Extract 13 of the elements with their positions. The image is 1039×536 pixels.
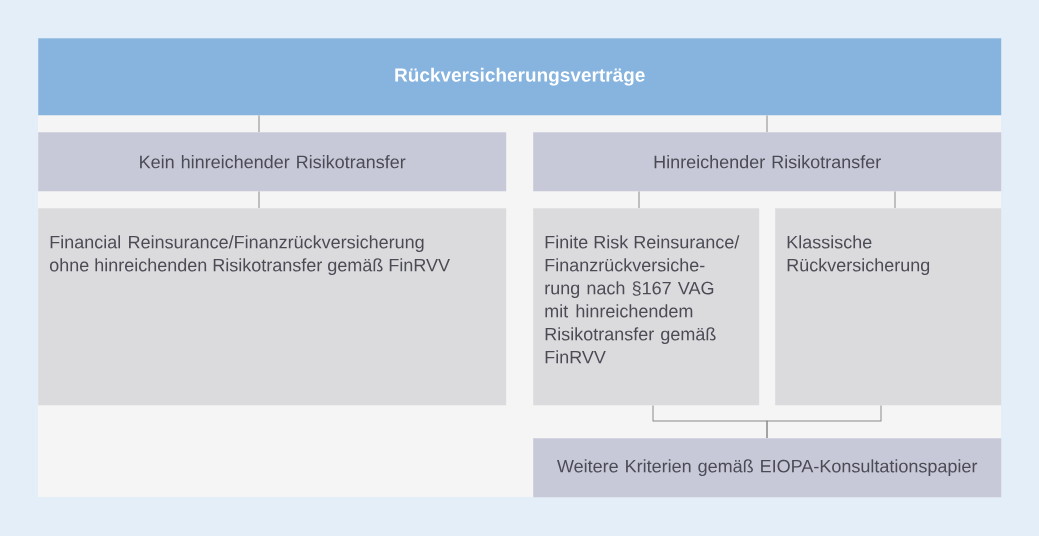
connector-line bbox=[258, 190, 260, 209]
connector-line bbox=[766, 404, 882, 439]
description-box: Finite Risk Reinsurance/ Finanzrückversiche- rung nach §167 VAG mit hinreichendem Risikotransfer gemäß FinRVV bbox=[533, 208, 760, 406]
connector-line bbox=[894, 190, 896, 209]
description-box: Klassische Rückversicherung bbox=[775, 208, 1002, 406]
description-box: Financial Reinsurance/Finanzrückversicherung ohne hinreichenden Risikotransfer gemäß FinRVV bbox=[38, 208, 507, 406]
category-box: Hinreichender Risikotransfer bbox=[533, 132, 1002, 192]
connector-line bbox=[766, 114, 768, 133]
category-box: Kein hinreichender Risikotransfer bbox=[38, 132, 507, 192]
connector-line bbox=[258, 114, 260, 133]
category-box: Weitere Kriterien gemäß EIOPA-Konsultationspapier bbox=[533, 438, 1002, 498]
connector-line bbox=[638, 190, 640, 209]
header-band: Rückversicherungsverträge bbox=[38, 38, 1002, 116]
